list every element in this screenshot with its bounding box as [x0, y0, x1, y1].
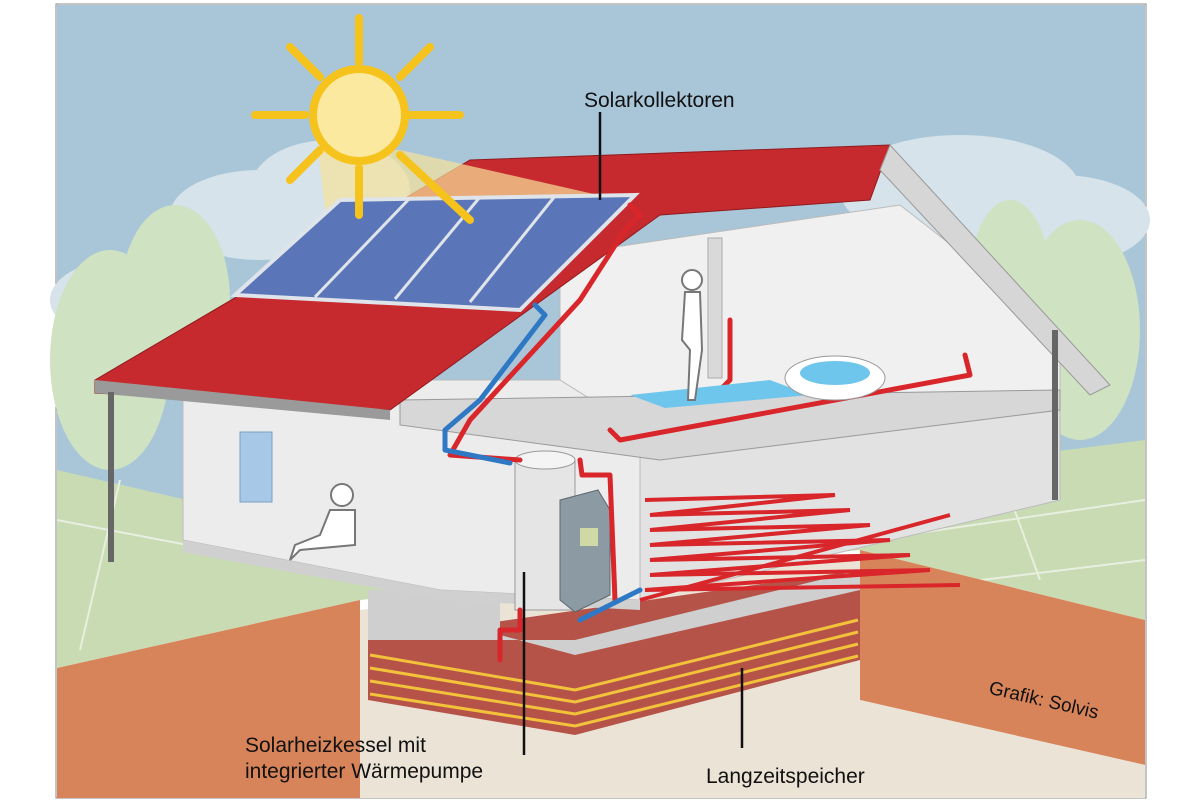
- storage-coils: [369, 618, 859, 728]
- upper-floor-slab: [399, 389, 1061, 461]
- label-leader-lines: [522, 112, 744, 755]
- soil-left: [57, 600, 360, 798]
- window: [239, 431, 273, 503]
- floor-heating: [639, 493, 961, 602]
- soil-right: [860, 550, 1145, 765]
- roof-eave: [95, 380, 390, 420]
- person-showering-icon: [680, 269, 704, 401]
- sun-icon: [251, 14, 474, 224]
- boiler-display: [580, 528, 598, 546]
- shower-column: [707, 237, 723, 379]
- long-term-storage-label: Langzeitspeicher: [706, 765, 865, 788]
- boiler-label: Solarheizkessel mit integrierter Wärmepu…: [245, 733, 483, 785]
- boiler-label-line2: integrierter Wärmepumpe: [245, 760, 484, 783]
- roof-post-left: [108, 392, 114, 562]
- solar-collectors-label: Solarkollektoren: [584, 89, 735, 112]
- roof-post-right: [1052, 330, 1058, 500]
- person-sitting-icon: [289, 483, 356, 561]
- boiler-label-line1: Solarheizkessel mit: [245, 734, 426, 757]
- bathtub-water: [800, 361, 870, 385]
- bath-floor-tile: [630, 380, 810, 408]
- solar-heating-boiler: [514, 450, 611, 613]
